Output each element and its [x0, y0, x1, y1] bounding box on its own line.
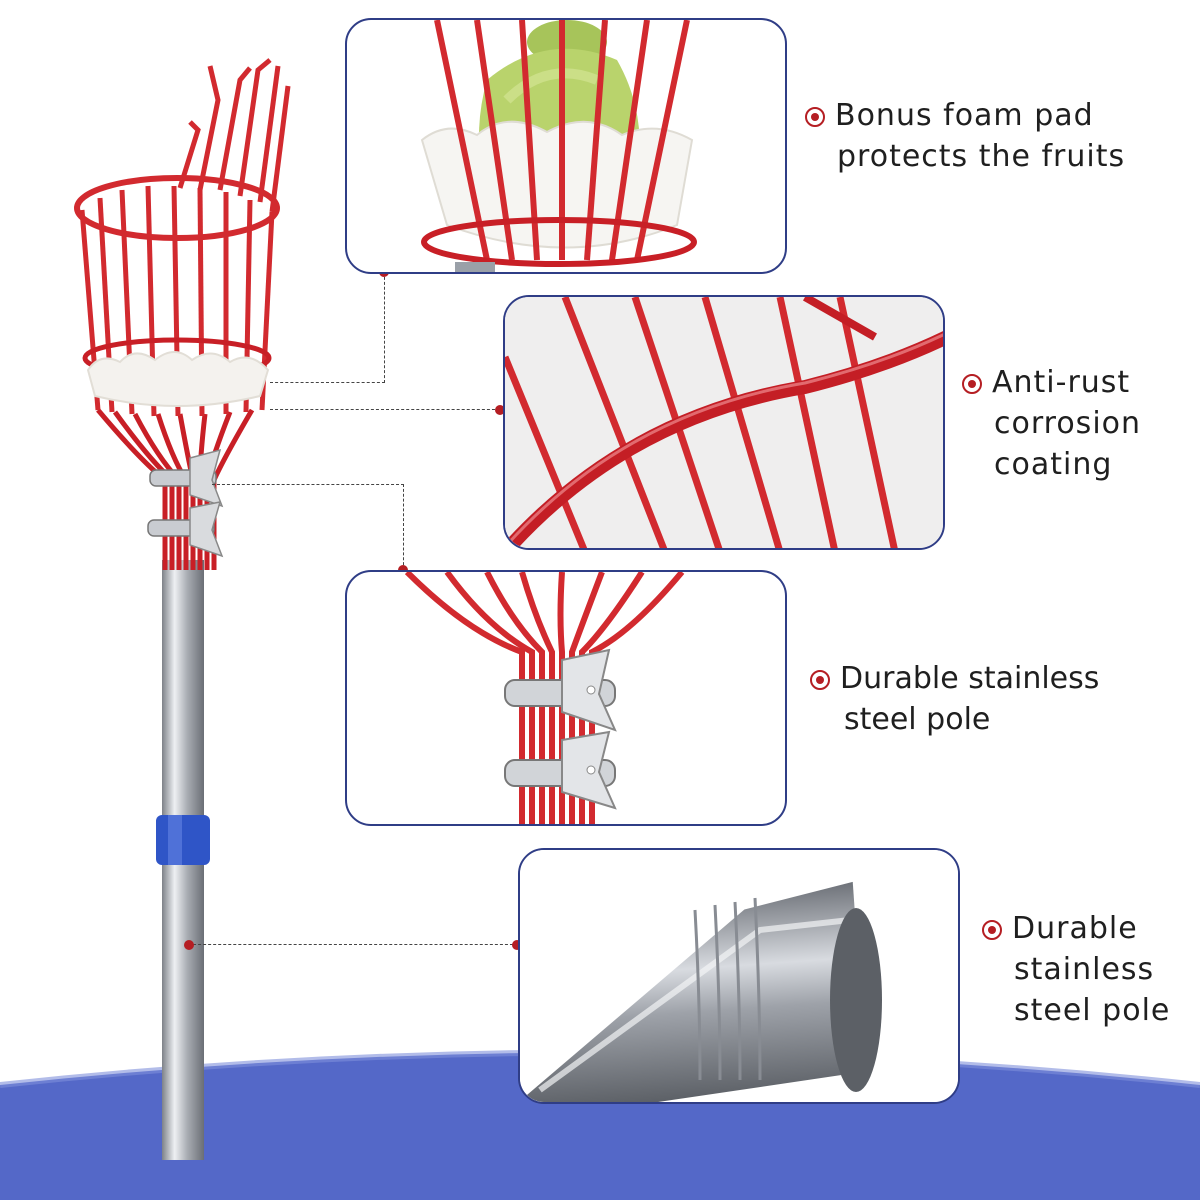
panel-anti-rust: [503, 295, 945, 550]
feature-line: Durable: [982, 908, 1170, 949]
bullet-icon: [805, 107, 825, 127]
leader-dot-4-start: [184, 940, 194, 950]
panel-foam-pad: [345, 18, 787, 274]
feature-line: Bonus foam pad: [805, 95, 1125, 136]
feature-text-foam-pad: Bonus foam pad protects the fruits: [805, 95, 1125, 177]
foam-pad-closeup-image: [420, 20, 697, 272]
anti-rust-closeup-image: [505, 297, 943, 548]
feature-text-stainless-pole-1: Durable stainless steel pole: [810, 658, 1099, 740]
bullet-icon: [962, 374, 982, 394]
bullet-icon: [810, 670, 830, 690]
feature-line: steel pole: [844, 702, 991, 737]
feature-line: coating: [994, 447, 1113, 482]
leader-line-1-vertical: [384, 272, 385, 383]
feature-line: stainless: [1014, 952, 1155, 987]
fruit-picker-illustration: [74, 58, 291, 1160]
leader-dot-2: [495, 405, 505, 415]
feature-line: Durable stainless: [810, 658, 1099, 699]
feature-line: steel pole: [1014, 993, 1171, 1028]
feature-text-anti-rust: Anti-rust corrosion coating: [962, 362, 1141, 485]
bullet-icon: [982, 920, 1002, 940]
leader-line-3-vertical: [403, 484, 404, 570]
steel-pole-closeup-image: [520, 850, 958, 1102]
leader-line-4: [188, 944, 518, 945]
feature-line: protects the fruits: [837, 139, 1126, 174]
leader-line-1-horizontal: [270, 382, 385, 383]
panel-steel-pole: [518, 848, 960, 1104]
panel-clamps: [345, 570, 787, 826]
feature-text-stainless-pole-2: Durable stainless steel pole: [982, 908, 1170, 1031]
clamp-closeup-image: [404, 572, 685, 824]
leader-line-2: [270, 409, 500, 410]
feature-line: corrosion: [994, 406, 1142, 441]
leader-line-3-horizontal: [212, 484, 404, 485]
leader-dot-4: [512, 940, 522, 950]
feature-line: Anti-rust: [962, 362, 1141, 403]
